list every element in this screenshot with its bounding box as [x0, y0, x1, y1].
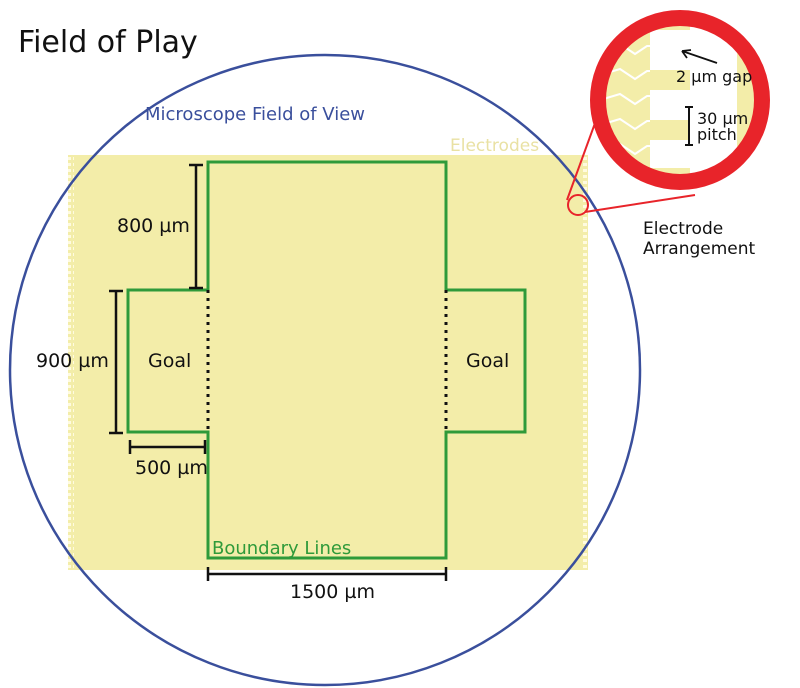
svg-text:900 µm: 900 µm: [36, 350, 109, 372]
arrow-icon: [681, 49, 718, 64]
microscope-label: Microscope Field of View: [145, 104, 365, 125]
dimension-500: 500 µm: [128, 440, 208, 479]
dimension-1500: 1500 µm: [206, 567, 448, 603]
dimension-900: 900 µm: [36, 289, 123, 435]
svg-text:500 µm: 500 µm: [135, 457, 208, 479]
electrode-inset: 2 µm gap 30 µm pitch: [566, 10, 770, 216]
inset-pitch-label-1: 30 µm: [697, 109, 748, 128]
inset-ring: [590, 10, 770, 190]
boundary-label: Boundary Lines: [212, 538, 351, 559]
inset-source-circle: [567, 194, 589, 216]
electrode-edge-left: [68, 155, 74, 570]
electrode-edge-right: [582, 155, 588, 570]
inset-pitch-label-2: pitch: [697, 125, 737, 144]
goal-right-label: Goal: [466, 350, 509, 372]
svg-text:1500 µm: 1500 µm: [290, 581, 375, 603]
diagram-title: Field of Play: [18, 25, 198, 60]
inset-caption-line-2: Arrangement: [643, 239, 756, 259]
boundary-lines: [126, 160, 527, 560]
microscope-field-circle: [8, 53, 642, 687]
goal-left-label: Goal: [148, 350, 191, 372]
goal-left-area: [130, 292, 206, 430]
inset-caption-line-1: Electrode: [643, 219, 723, 239]
inset-gap-label: 2 µm gap: [676, 67, 752, 86]
svg-text:800 µm: 800 µm: [117, 215, 190, 237]
electrodes-label: Electrodes: [450, 136, 539, 156]
dimension-800: 800 µm: [117, 163, 203, 290]
